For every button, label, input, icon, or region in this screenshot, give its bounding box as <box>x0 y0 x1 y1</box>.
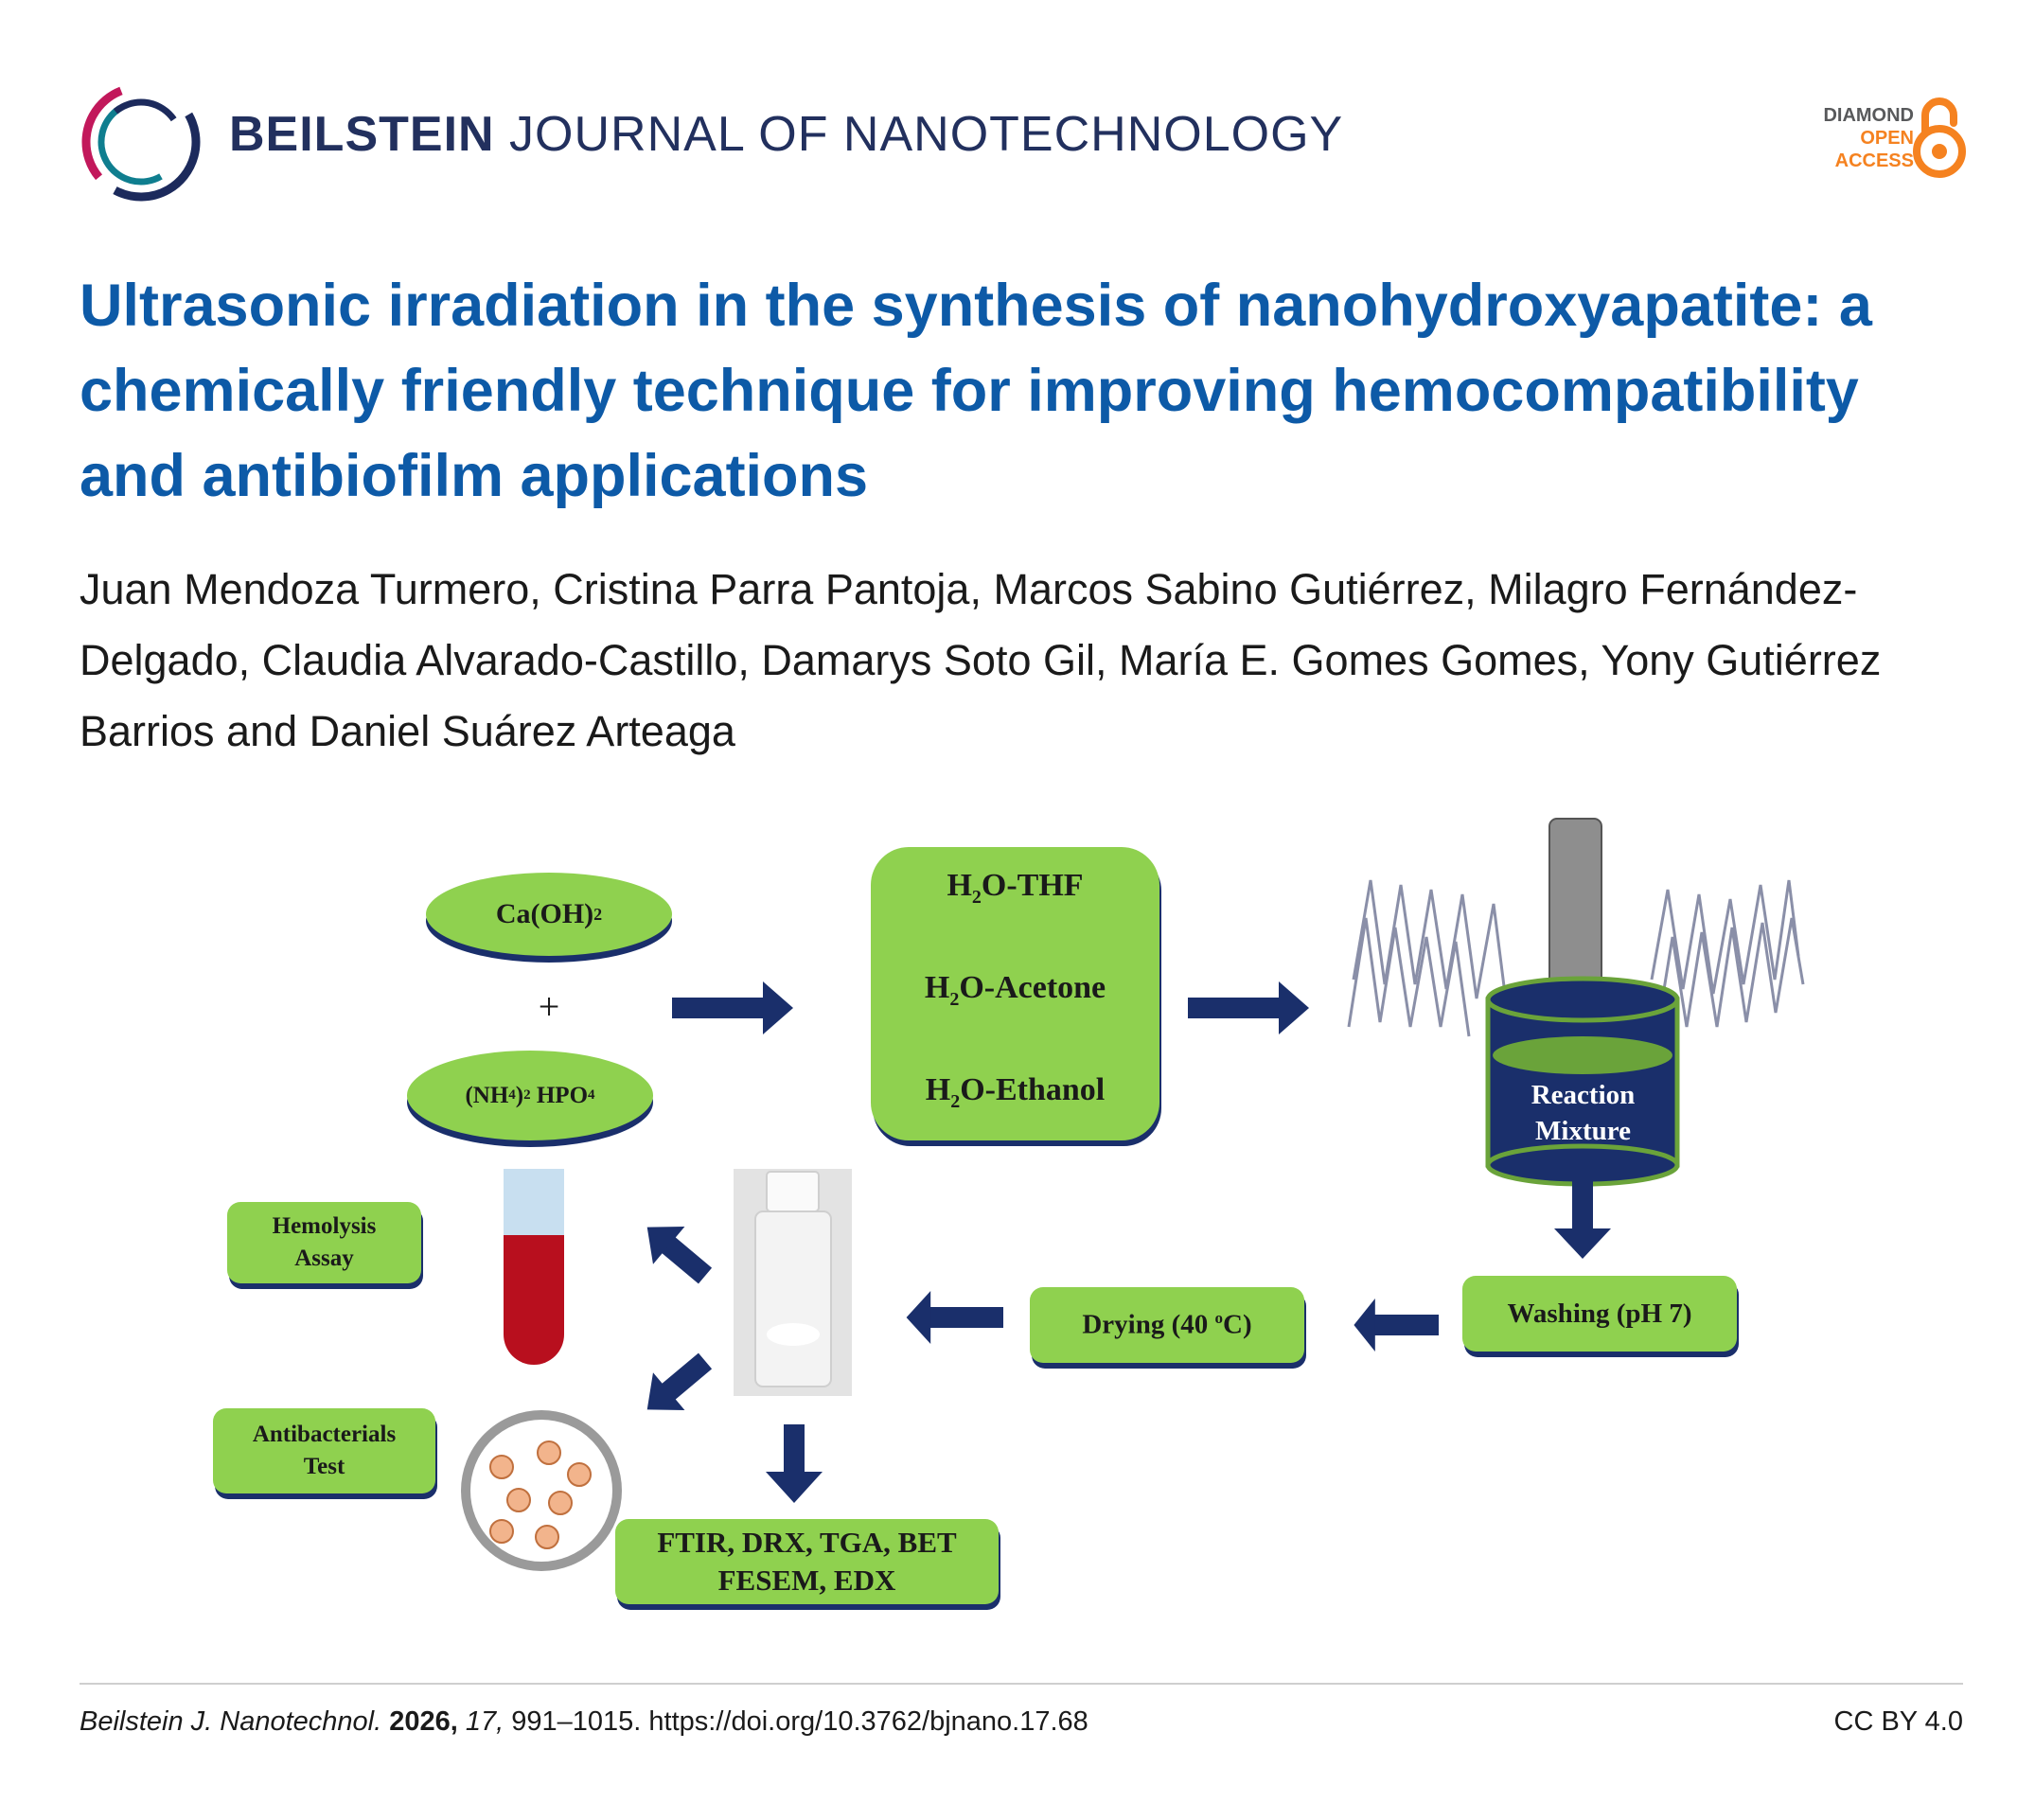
solvent2-b: O-Acetone <box>959 970 1106 1006</box>
solvent2-sub: 2 <box>949 988 960 1010</box>
citation: Beilstein J. Nanotechnol. 2026, 17, 991–… <box>80 1706 1088 1738</box>
badge-line-access: ACCESS <box>1834 150 1914 171</box>
drying-b: C) <box>1223 1309 1252 1340</box>
reaction-mixture-label: Reaction Mixture <box>1495 1077 1671 1149</box>
characterization-line2: FESEM, EDX <box>717 1564 896 1597</box>
drying-box: Drying (40 oC) <box>1030 1287 1304 1363</box>
reagent1-base: Ca(OH) <box>495 898 594 929</box>
solvent1-a: H <box>947 868 972 904</box>
antibacterial-box: Antibacterials Test <box>213 1408 435 1493</box>
reagent2-b: ) <box>515 1082 524 1108</box>
beilstein-logo-icon[interactable] <box>80 80 203 203</box>
solvent-h2o-ethanol: H2O-Ethanol <box>926 1045 1106 1147</box>
journal-name[interactable]: BEILSTEIN JOURNAL OF NANOTECHNOLOGY <box>229 106 1343 163</box>
journal-name-bold: BEILSTEIN <box>229 107 495 162</box>
reagent2-a: (NH <box>465 1082 509 1108</box>
arrow-vial-to-characterization <box>766 1424 823 1503</box>
reagent2-sub3: 4 <box>588 1087 595 1103</box>
antibacterial-line2: Test <box>303 1454 345 1479</box>
drying-label: Drying (40 oC) <box>1082 1309 1251 1341</box>
citation-journal: Beilstein J. Nanotechnol. <box>80 1706 382 1737</box>
drying-a: Drying (40 <box>1082 1309 1215 1340</box>
reagent-caoh2: Ca(OH)2 <box>426 873 672 956</box>
ultrasound-wave-left <box>1352 879 1507 999</box>
reaction-line2: Mixture <box>1535 1116 1631 1146</box>
solvent3-a: H <box>925 1071 951 1107</box>
reaction-line1: Reaction <box>1531 1080 1636 1110</box>
arrow-washing-to-drying <box>1354 1299 1439 1352</box>
washing-label: Washing (pH 7) <box>1507 1298 1692 1329</box>
ultrasound-wave-left-2 <box>1347 917 1471 1037</box>
test-tube-top <box>504 1169 564 1235</box>
citation-volume: 17, <box>465 1706 504 1737</box>
ultrasound-wave-right-2 <box>1655 917 1805 1037</box>
vial-cap <box>766 1171 820 1212</box>
reagent1-sub: 2 <box>593 904 603 924</box>
reagent2-c: HPO <box>530 1082 589 1108</box>
drying-sup: o <box>1214 1309 1224 1328</box>
vial-body <box>754 1210 832 1387</box>
bacteria-colonies <box>489 1440 592 1549</box>
antibacterial-line1: Antibacterials <box>252 1422 397 1447</box>
solvent3-b: O-Ethanol <box>960 1071 1106 1107</box>
article-title: Ultrasonic irradiation in the synthesis … <box>80 273 1872 509</box>
open-access-lock-icon <box>1913 97 1966 178</box>
reagent2-sub1: 4 <box>508 1087 516 1103</box>
arrow-vial-to-hemolysis <box>646 1226 713 1284</box>
solvent1-b: O-THF <box>981 868 1084 904</box>
badge-line-open: OPEN <box>1860 128 1914 149</box>
arrow-reagents-to-solvents <box>672 981 793 1034</box>
hemolysis-line2: Assay <box>294 1246 354 1271</box>
solvent3-sub: 2 <box>950 1090 961 1112</box>
hemolysis-box: Hemolysis Assay <box>227 1202 421 1283</box>
solvent2-a: H <box>924 970 950 1006</box>
license-label[interactable]: CC BY 4.0 <box>1833 1706 1963 1737</box>
ultrasound-wave-right <box>1650 879 1800 995</box>
plus-sign: + <box>538 985 560 1028</box>
badge-line-diamond: DIAMOND <box>1823 105 1914 126</box>
citation-pages-doi[interactable]: 991–1015. https://doi.org/10.3762/bjnano… <box>511 1706 1088 1737</box>
characterization-box: FTIR, DRX, TGA, BET FESEM, EDX <box>615 1519 999 1604</box>
arrow-mixture-to-washing <box>1554 1181 1611 1259</box>
journal-name-rest: JOURNAL OF NANOTECHNOLOGY <box>509 107 1344 162</box>
washing-box: Washing (pH 7) <box>1462 1276 1737 1352</box>
arrow-drying-to-vial <box>906 1291 1003 1344</box>
characterization-line1: FTIR, DRX, TGA, BET <box>657 1526 957 1559</box>
footer-divider <box>80 1683 1963 1685</box>
reagent2-sub2: 2 <box>523 1087 531 1103</box>
solvent-box: H2O-THF H2O-Acetone H2O-Ethanol <box>871 847 1159 1140</box>
vial-powder <box>767 1323 820 1346</box>
hemolysis-line1: Hemolysis <box>272 1213 377 1239</box>
process-graphics <box>461 818 1805 1571</box>
diamond-open-access-badge: DIAMOND OPEN ACCESS <box>1823 104 1914 172</box>
test-tube-blood <box>504 1235 564 1365</box>
arrow-solvents-to-sonication <box>1188 981 1309 1034</box>
solvent1-sub: 2 <box>971 887 982 909</box>
solvent-h2o-thf: H2O-THF <box>947 840 1083 943</box>
arrow-vial-to-antibacterial <box>646 1352 713 1411</box>
solvent-h2o-acetone: H2O-Acetone <box>925 943 1106 1045</box>
article-authors: Juan Mendoza Turmero, Cristina Parra Pan… <box>80 565 1882 755</box>
citation-year: 2026, <box>389 1706 458 1737</box>
